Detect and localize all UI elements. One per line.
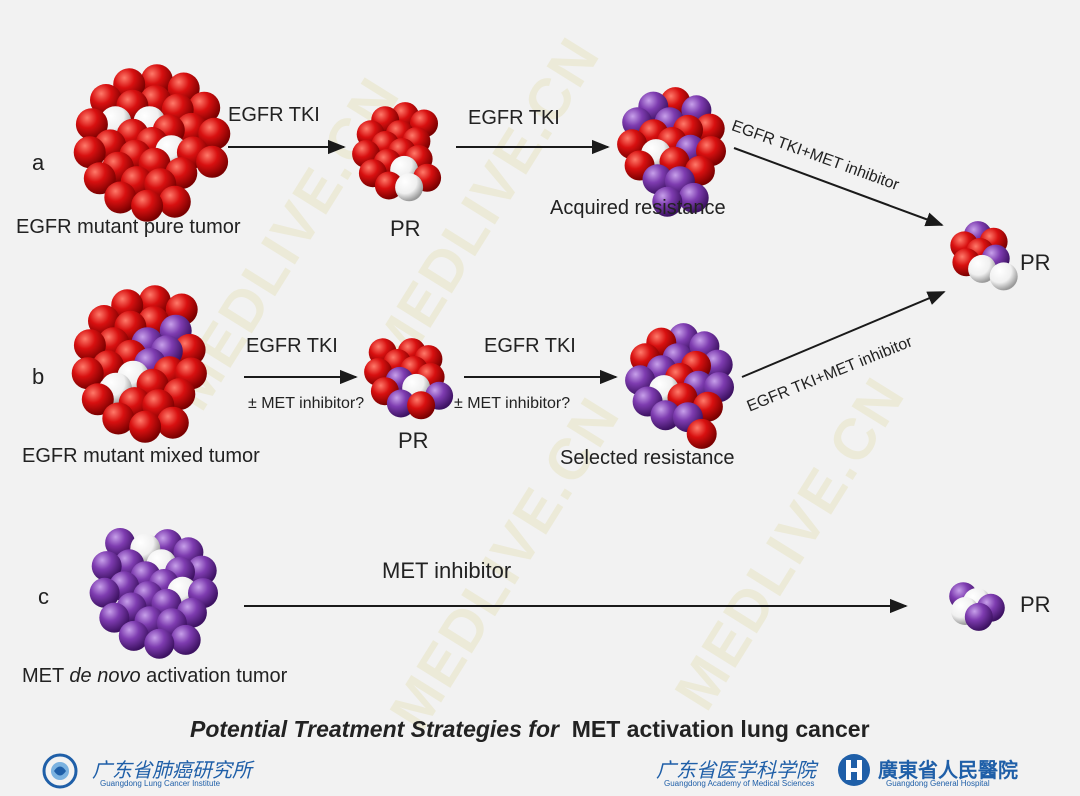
met-activated-cell xyxy=(118,620,149,651)
met-activated-cell xyxy=(170,624,201,655)
merge-pr-label: PR xyxy=(1020,250,1051,275)
egfr-mutant-cell xyxy=(198,117,231,150)
egfr-mutant-cell xyxy=(686,418,717,449)
egfr-mutant-cell xyxy=(694,113,725,144)
row-c-result-label: PR xyxy=(1020,592,1051,617)
egfr-mutant-cell xyxy=(73,329,106,362)
egfr-mutant-cell xyxy=(196,145,229,178)
tumor-a-pure xyxy=(73,64,231,222)
met-activated-cell xyxy=(144,628,175,659)
hospital-name: 廣東省人民醫院 xyxy=(878,758,1018,782)
footer-left-logo: 广东省肺癌研究所 Guangdong Lung Cancer Institute xyxy=(40,752,300,790)
wild-type-cell xyxy=(968,254,997,283)
institute-logo-icon xyxy=(42,753,78,789)
row-a-tumor1-label: EGFR mutant pure tumor xyxy=(16,216,241,238)
figure-title: Potential Treatment Strategies for MET a… xyxy=(190,716,870,743)
tumor-b-mixed xyxy=(71,285,207,443)
row-c-arrow-label: MET inhibitor xyxy=(382,558,512,583)
row-c-letter: c xyxy=(38,584,49,609)
tumor-b-pr xyxy=(364,338,454,420)
tumor-merge-pr xyxy=(950,221,1018,291)
hospital-logo-icon xyxy=(838,754,870,786)
hospital-sub: Guangdong General Hospital xyxy=(886,779,990,788)
tumor-c-met xyxy=(89,528,218,659)
row-a-letter: a xyxy=(32,150,45,175)
egfr-mutant-cell xyxy=(131,189,164,222)
row-b-letter: b xyxy=(32,364,45,389)
tumor-a-resistant xyxy=(617,87,726,217)
met-activated-cell xyxy=(99,602,130,633)
met-activated-cell xyxy=(964,602,993,631)
row-c-label-em: de novo xyxy=(69,665,141,687)
title-italic: Potential Treatment Strategies for xyxy=(190,716,559,742)
row-b-tumor1-label: EGFR mutant mixed tumor xyxy=(22,445,260,467)
egfr-mutant-cell xyxy=(407,391,436,420)
row-a-tumor3-label: Acquired resistance xyxy=(550,197,726,219)
egfr-mutant-cell xyxy=(158,185,191,218)
academy-sub: Guangdong Academy of Medical Sciences xyxy=(664,779,815,788)
egfr-mutant-cell xyxy=(83,162,116,195)
left-institute-name: 广东省肺癌研究所 xyxy=(92,758,252,782)
row-b-arrow1-label: EGFR TKI xyxy=(246,335,338,357)
row-b-arrow1-sub: ± MET inhibitor? xyxy=(248,395,365,412)
row-c-label-post: activation tumor xyxy=(140,665,288,687)
egfr-mutant-cell xyxy=(374,171,403,200)
title-bold: MET activation lung cancer xyxy=(571,716,870,742)
egfr-mutant-cell xyxy=(73,136,106,169)
row-c-tumor1-label: MET de novo activation tumor xyxy=(22,666,287,686)
met-activated-cell xyxy=(386,389,415,418)
row-b-arrow2-label: EGFR TKI xyxy=(484,335,576,357)
row-b-tumor2-label: PR xyxy=(398,428,429,453)
met-activated-cell xyxy=(642,164,673,195)
egfr-mutant-cell xyxy=(104,181,137,214)
met-activated-cell xyxy=(678,182,709,213)
tumor-a-pr xyxy=(352,102,442,202)
met-activated-cell xyxy=(702,349,733,380)
row-b-tumor3-label: Selected resistance xyxy=(560,447,735,469)
egfr-mutant-cell xyxy=(129,410,162,443)
row-c-label-pre: MET xyxy=(22,665,70,687)
egfr-mutant-cell xyxy=(81,383,114,416)
tumor-b-resistant xyxy=(625,323,734,449)
egfr-mutant-cell xyxy=(156,406,189,439)
left-institute-sub: Guangdong Lung Cancer Institute xyxy=(100,779,221,788)
egfr-mutant-cell xyxy=(75,108,108,141)
footer-right-logos: 广东省医学科学院 Guangdong Academy of Medical Sc… xyxy=(656,752,1066,790)
row-a-arrow2-label: EGFR TKI xyxy=(468,107,560,129)
wild-type-cell xyxy=(989,262,1018,291)
tumor-c-pr xyxy=(949,582,1005,631)
met-activated-cell xyxy=(186,555,217,586)
met-activated-cell xyxy=(652,186,683,217)
wild-type-cell xyxy=(395,173,424,202)
row-a-tumor2-label: PR xyxy=(390,216,421,241)
met-activated-cell xyxy=(89,577,120,608)
row-a-arrow1-label: EGFR TKI xyxy=(228,104,320,126)
arrow-b-diag xyxy=(741,291,946,378)
egfr-mutant-cell xyxy=(173,333,206,366)
arrow-a-diag xyxy=(733,147,944,227)
met-activated-cell xyxy=(91,551,122,582)
egfr-mutant-cell xyxy=(102,402,135,435)
egfr-mutant-cell xyxy=(71,357,104,390)
academy-name: 广东省医学科学院 xyxy=(656,758,816,782)
met-activated-cell xyxy=(650,400,681,431)
row-b-arrow2-sub: ± MET inhibitor? xyxy=(454,395,571,412)
